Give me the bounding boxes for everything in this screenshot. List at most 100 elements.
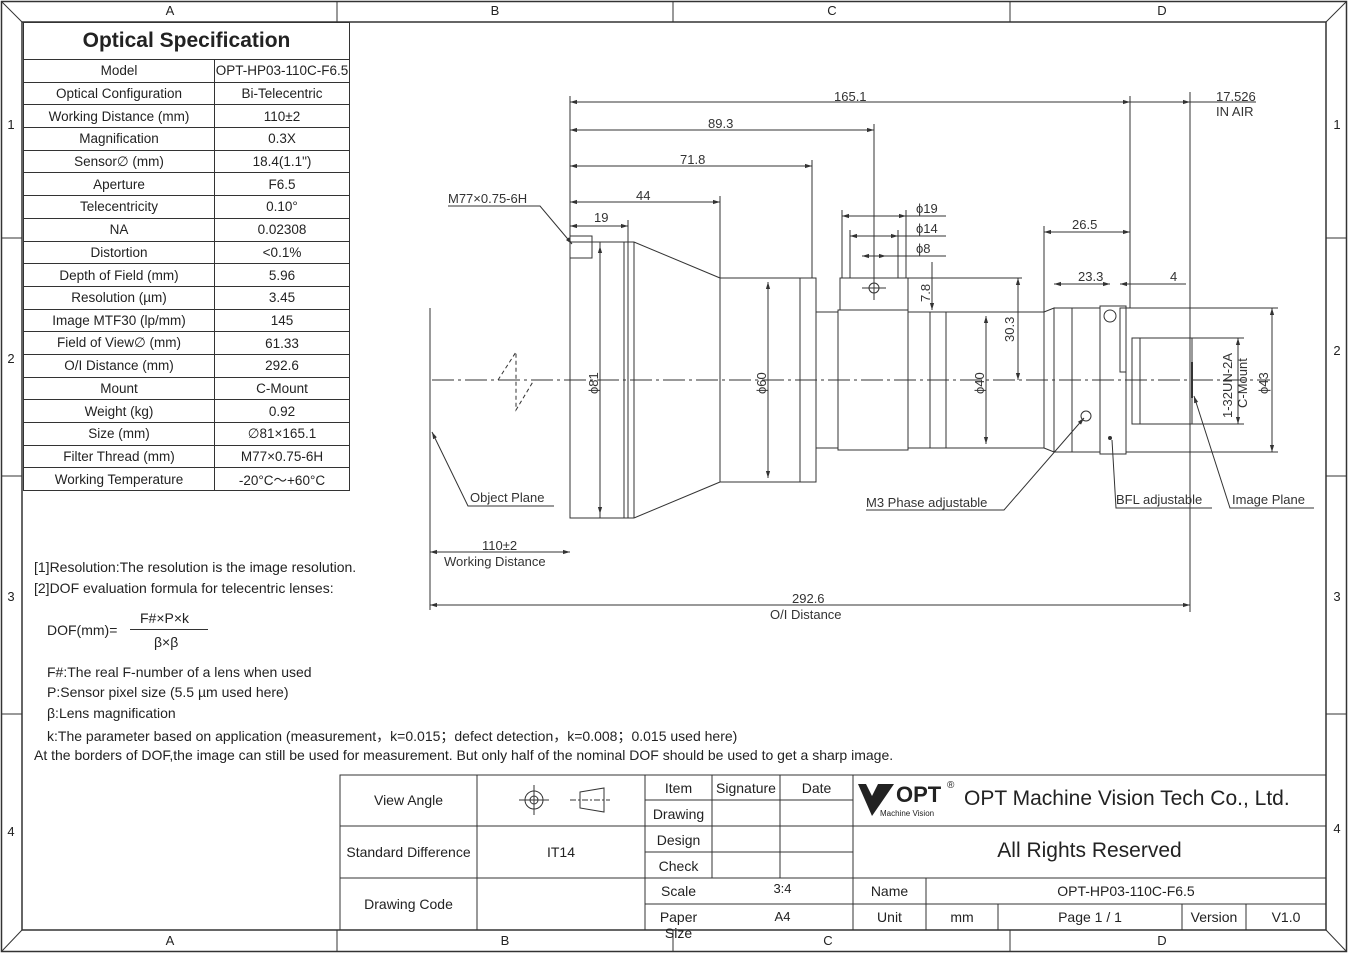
view-angle-label: View Angle: [373, 792, 443, 808]
spec-label: Optical Configuration: [23, 81, 215, 106]
spec-title: Optical Specification: [23, 22, 350, 60]
spec-value: -20°C～+60°C: [214, 467, 350, 492]
spec-label: Field of View∅ (mm): [23, 331, 215, 355]
item-header: Item: [664, 780, 693, 796]
note-beta: β:Lens magnification: [47, 705, 176, 721]
note-dof: [2]DOF evaluation formula for telecentri…: [34, 580, 334, 596]
page-number: Page 1 / 1: [1058, 909, 1122, 925]
opt-logo-icon: [858, 784, 894, 816]
name-value: OPT-HP03-110C-F6.5: [1057, 883, 1195, 899]
zone-row-3: 3: [7, 589, 15, 604]
dim-303: 30.3: [1002, 317, 1017, 342]
dia-60: ϕ60: [754, 372, 769, 394]
paper-size-value: A4: [774, 909, 791, 924]
m3-screw-icon: [1080, 410, 1092, 422]
dia-40: ϕ40: [972, 372, 987, 394]
spec-label: Aperture: [23, 172, 215, 197]
note-k: k:The parameter based on application (me…: [47, 728, 738, 744]
zone-col-b-bottom: B: [500, 933, 510, 948]
zone-col-a-bottom: A: [165, 933, 175, 948]
spec-label: Working Temperature: [23, 467, 215, 492]
dia-81: ϕ81: [586, 372, 601, 394]
spec-value: 292.6: [214, 353, 350, 378]
unit-label: Unit: [877, 909, 902, 925]
zone-col-b: B: [490, 3, 500, 18]
m3-phase-label: M3 Phase adjustable: [866, 495, 987, 510]
dim-71: 71.8: [680, 152, 705, 167]
dia-8: ϕ8: [916, 241, 931, 256]
spec-row: Field of View∅ (mm)61.33: [23, 331, 350, 355]
spec-row: Distortion<0.1%: [23, 240, 350, 265]
standard-difference-value: IT14: [546, 844, 575, 860]
spec-value: OPT-HP03-110C-F6.5: [214, 59, 350, 83]
spec-value: <0.1%: [214, 240, 350, 265]
zone-col-d: D: [1157, 3, 1167, 18]
object-plane-label: Object Plane: [470, 490, 544, 505]
filter-thread-label: M77×0.75-6H: [448, 191, 527, 206]
bfl-screw-icon: [1103, 309, 1117, 323]
signature-header: Signature: [716, 780, 776, 796]
rear-barrel: [945, 311, 1045, 449]
dia-43: ϕ43: [1256, 372, 1271, 394]
note-borders: At the borders of DOF,the image can stil…: [34, 747, 894, 763]
spec-value: 61.33: [214, 331, 350, 355]
spec-row: Working Temperature-20°C～+60°C: [23, 467, 350, 492]
dia-19: ϕ19: [916, 201, 938, 216]
scale-value: 3:4: [773, 881, 792, 896]
unit-value: mm: [950, 909, 974, 925]
bfl-adjustable-label: BFL adjustable: [1116, 492, 1202, 507]
dof-denominator: β×β: [154, 634, 179, 650]
dim-78: 7.8: [918, 284, 933, 302]
spec-row: Filter Thread (mm)M77×0.75-6H: [23, 444, 350, 469]
zone-col-c-bottom: C: [823, 933, 833, 948]
dof-numerator: F#×P×k: [140, 610, 190, 626]
dim-backfocus: 17.526: [1216, 89, 1256, 104]
design-row-label: Design: [656, 832, 701, 848]
spec-label: Resolution (µm): [23, 285, 215, 310]
dof-formula-label: DOF(mm)=: [47, 622, 118, 638]
zone-col-d-bottom: D: [1157, 933, 1167, 948]
oi-label: O/I Distance: [770, 607, 842, 622]
registered-mark: ®: [947, 780, 955, 791]
standard-difference-label: Standard Difference: [346, 844, 471, 860]
dim-19: 19: [594, 210, 608, 225]
spec-value: 0.10°: [214, 195, 350, 219]
spec-label: Distortion: [23, 240, 215, 265]
spec-row: Image MTF30 (lp/mm)145: [23, 308, 350, 333]
projection-cone-icon: [579, 787, 605, 813]
c-mount-label: C-Mount: [1235, 358, 1250, 408]
zone-row-3-right: 3: [1333, 589, 1341, 604]
spec-value: C-Mount: [214, 376, 350, 401]
dim-44: 44: [636, 188, 650, 203]
zone-col-c: C: [827, 3, 837, 18]
note-resolution: [1]Resolution:The resolution is the imag…: [34, 559, 357, 575]
check-row-label: Check: [658, 858, 699, 874]
thread-unc: 1-32UN-2A: [1220, 353, 1235, 418]
zone-row-4: 4: [7, 824, 15, 839]
note-fnumber: F#:The real F-number of a lens when used: [47, 664, 312, 680]
version-label: Version: [1190, 909, 1238, 925]
name-label: Name: [870, 883, 909, 899]
paper-size-label: Paper Size: [659, 909, 698, 941]
zone-row-1-right: 1: [1333, 117, 1341, 132]
zone-row-1: 1: [7, 117, 15, 132]
date-header: Date: [801, 780, 832, 796]
dim-26: 26.5: [1072, 217, 1097, 232]
zone-row-2: 2: [7, 351, 15, 366]
image-plane-label: Image Plane: [1232, 492, 1305, 507]
dim-89: 89.3: [708, 116, 733, 131]
zone-col-a: A: [165, 3, 175, 18]
spec-row: Resolution (µm)3.45: [23, 285, 350, 310]
logo-subtitle: Machine Vision: [880, 809, 935, 818]
fraction-bar: [130, 629, 208, 630]
spec-row: O/I Distance (mm)292.6: [23, 353, 350, 378]
dim-23: 23.3: [1078, 269, 1103, 284]
zone-row-4-right: 4: [1333, 821, 1341, 836]
